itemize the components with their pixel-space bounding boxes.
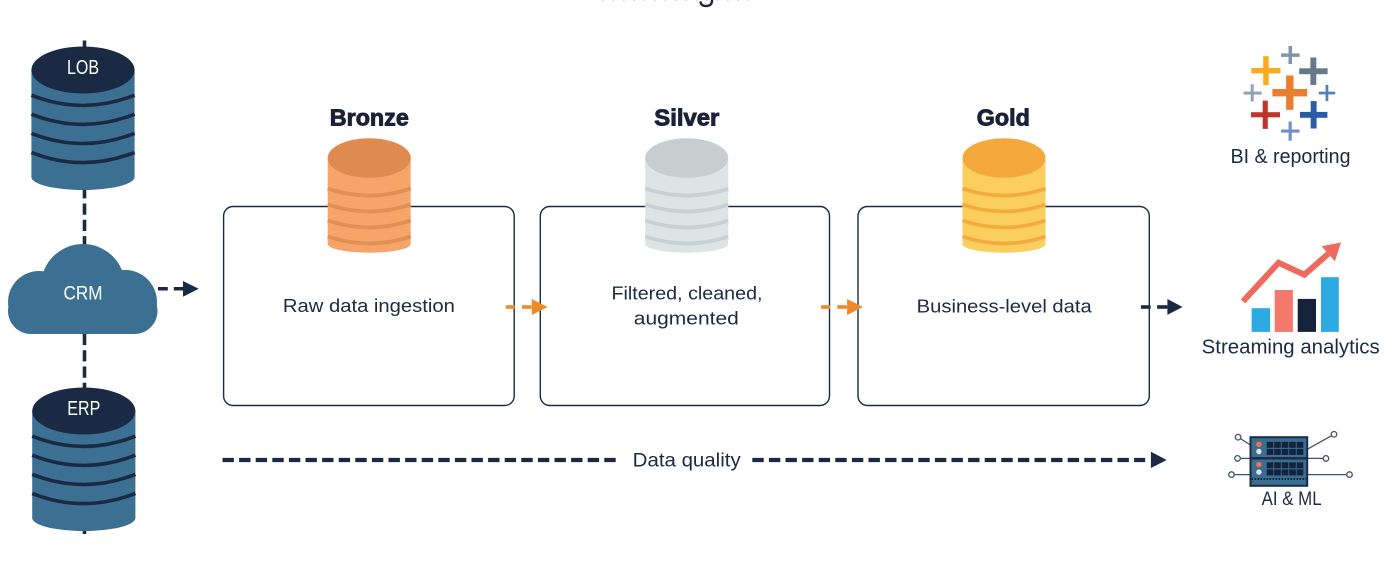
svg-text:Streaming analytics: Streaming analytics — [1202, 336, 1380, 358]
svg-text:Gold: Gold — [977, 104, 1030, 130]
svg-text:Raw data ingestion: Raw data ingestion — [283, 295, 455, 316]
svg-text:augmented: augmented — [634, 308, 739, 329]
svg-text:ERP: ERP — [67, 398, 100, 420]
svg-text:AI & ML: AI & ML — [1262, 489, 1322, 510]
svg-text:Data quality: Data quality — [633, 451, 742, 472]
svg-text:Bronze: Bronze — [330, 104, 409, 130]
svg-text:BI & reporting: BI & reporting — [1231, 146, 1351, 168]
svg-text:CRM: CRM — [64, 283, 103, 304]
svg-text:Silver: Silver — [654, 104, 719, 130]
svg-text:Filtered, cleaned,: Filtered, cleaned, — [612, 283, 763, 304]
svg-text:Business-level data: Business-level data — [917, 296, 1093, 317]
svg-text:LOB: LOB — [67, 57, 99, 79]
